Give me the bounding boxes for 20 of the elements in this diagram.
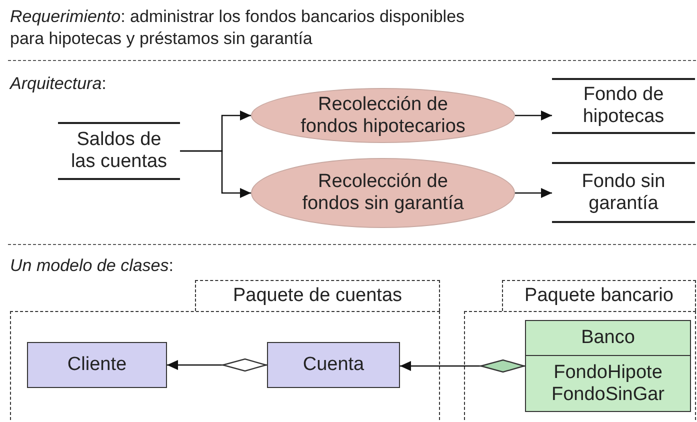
class-box: Cuenta <box>267 342 400 388</box>
package-tab: Paquete bancario <box>502 280 696 311</box>
requirement-text: Requerimiento: administrar los fondos bancarios disponibles para hipotecas y préstamos sin garantía <box>10 6 466 50</box>
class-box <box>525 320 691 412</box>
process-ellipse: Recolección de fondos sin garantía <box>251 158 515 228</box>
connector-arrow <box>167 358 267 372</box>
data-store: Saldos de las cuentas <box>58 122 180 180</box>
class-attributes: FondoHipote FondoSinGar <box>550 360 666 406</box>
section-heading: Arquitectura: <box>10 74 106 94</box>
process-ellipse: Recolección de fondos hipotecarios <box>251 88 515 143</box>
package-tab: Paquete de cuentas <box>195 280 440 311</box>
data-store: Fondo sin garantía <box>552 162 695 223</box>
class-name: Banco <box>526 321 690 356</box>
section-heading: Un modelo de clases: <box>10 256 174 276</box>
connector-arrow <box>515 188 552 198</box>
connector-arrow <box>515 110 552 120</box>
connector-arrow <box>400 359 525 373</box>
data-store: Fondo de hipotecas <box>552 78 695 134</box>
class-box: Cliente <box>27 342 167 388</box>
connector-arrow <box>180 150 251 198</box>
